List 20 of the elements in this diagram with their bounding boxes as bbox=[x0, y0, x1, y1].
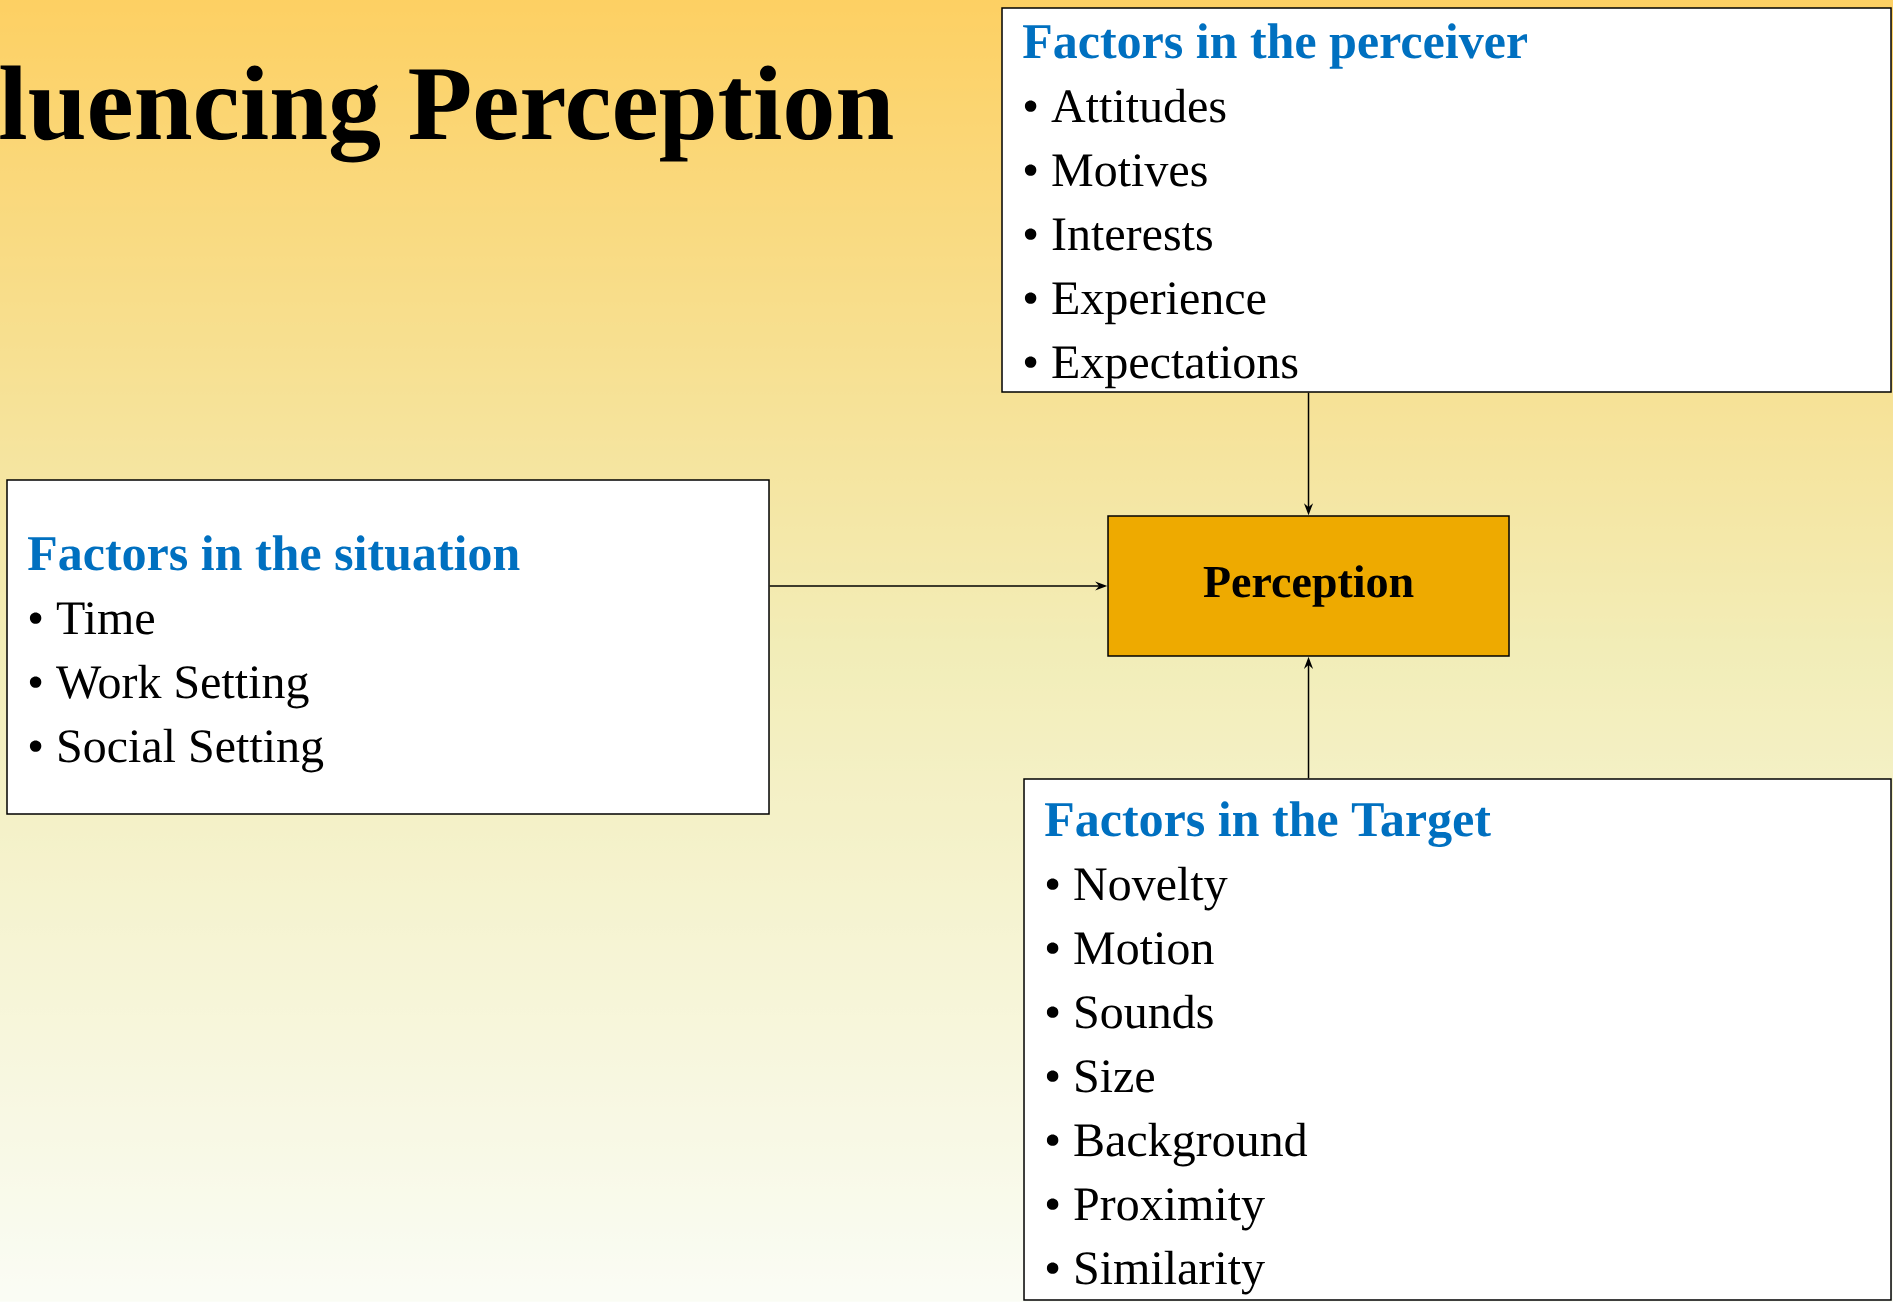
list-item: • Sounds bbox=[1046, 994, 1213, 1029]
list-item: • Similarity bbox=[1046, 1250, 1265, 1295]
list-item: • Expectations bbox=[1024, 346, 1298, 389]
box-heading: Factors in the situation bbox=[28, 535, 520, 571]
list-item: • Social Setting bbox=[29, 728, 324, 773]
list-item: • Experience bbox=[1024, 282, 1266, 325]
list-item: • Time bbox=[29, 602, 154, 635]
slide-title: luencing Perception bbox=[0, 65, 893, 163]
list-item: • Novelty bbox=[1046, 866, 1228, 911]
list-item: • Motion bbox=[1046, 932, 1214, 965]
list-item: • Work Setting bbox=[29, 664, 309, 709]
list-item: • Attitudes bbox=[1024, 88, 1226, 123]
perception-box: Perception bbox=[1107, 515, 1510, 657]
box-heading: Factors in the Target bbox=[1045, 801, 1491, 848]
list-item: • Background bbox=[1046, 1122, 1308, 1167]
list-item: • Interests bbox=[1024, 218, 1212, 251]
list-item: • Size bbox=[1046, 1060, 1154, 1093]
list-item: • Motives bbox=[1024, 154, 1207, 187]
list-item: • Proximity bbox=[1046, 1188, 1265, 1231]
box-heading: Factors in the perceiver bbox=[1023, 23, 1527, 69]
